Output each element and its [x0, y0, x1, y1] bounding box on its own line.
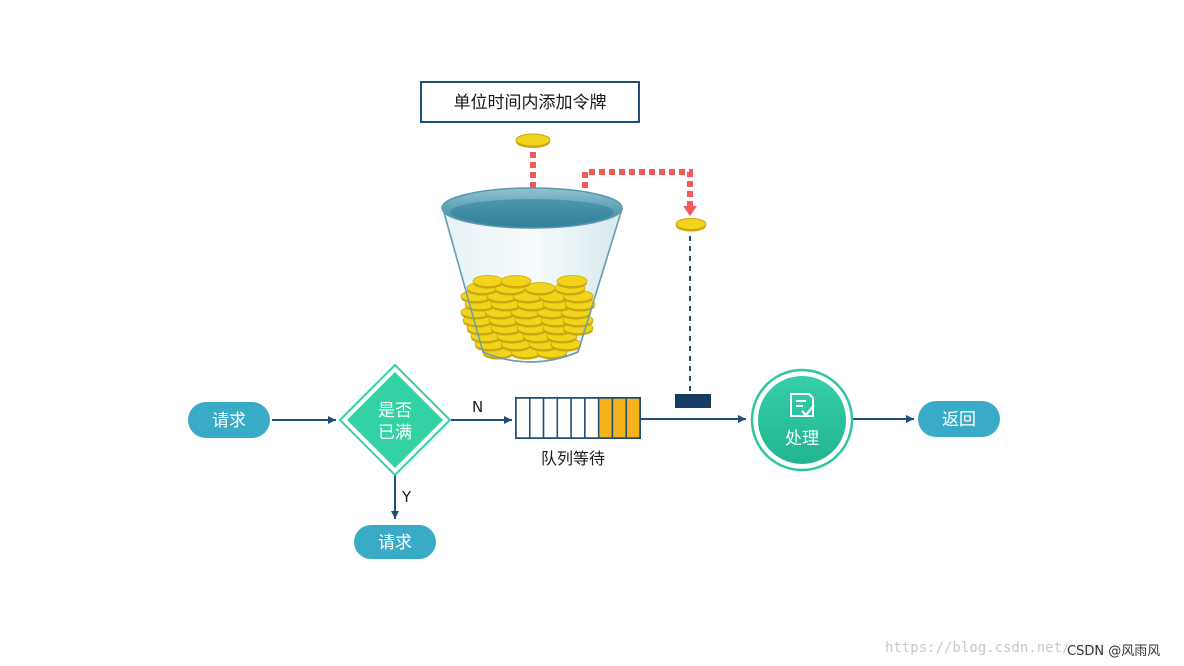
request-rejected-label: 请求	[378, 533, 412, 553]
token-overflow-arrow	[582, 169, 697, 216]
request-start-label: 请求	[212, 411, 246, 431]
queue-slot-filled	[597, 397, 614, 439]
overflow-token	[675, 218, 707, 232]
wait-queue	[515, 397, 641, 439]
coin	[472, 275, 504, 287]
decision-node: 是否 已满	[338, 363, 452, 477]
return-label: 返回	[942, 410, 976, 430]
csdn-credit: CSDN @风雨风	[1067, 640, 1161, 659]
coin	[556, 275, 588, 287]
queue-slot-filled	[611, 397, 627, 439]
request-rejected-node: 请求	[354, 525, 436, 559]
token-bucket	[441, 187, 624, 363]
bucket-coins	[460, 275, 596, 360]
title-label: 单位时间内添加令牌	[454, 93, 607, 113]
process-label: 处理	[785, 429, 819, 449]
request-start-node: 请求	[188, 402, 270, 438]
queue-slot-empty	[542, 397, 559, 439]
title-box	[420, 81, 640, 123]
decision-label-line2: 已满	[378, 423, 412, 443]
falling-token	[515, 133, 551, 148]
checklist-icon	[790, 393, 815, 417]
process-node: 处理	[750, 368, 854, 472]
queue-slot-filled	[625, 397, 641, 439]
edge-no-label: N	[472, 398, 483, 416]
queue-slot-empty	[584, 397, 600, 439]
edge-yes-label: Y	[401, 488, 412, 506]
token-gate	[675, 394, 711, 408]
queue-slot-empty	[556, 397, 572, 439]
queue-label: 队列等待	[541, 449, 605, 468]
coin	[500, 275, 532, 287]
queue-slot-empty	[529, 397, 545, 439]
queue-slot-empty	[515, 397, 531, 439]
decision-label-line1: 是否	[378, 401, 412, 421]
queue-slot-empty	[570, 397, 586, 439]
return-node: 返回	[918, 401, 1000, 437]
